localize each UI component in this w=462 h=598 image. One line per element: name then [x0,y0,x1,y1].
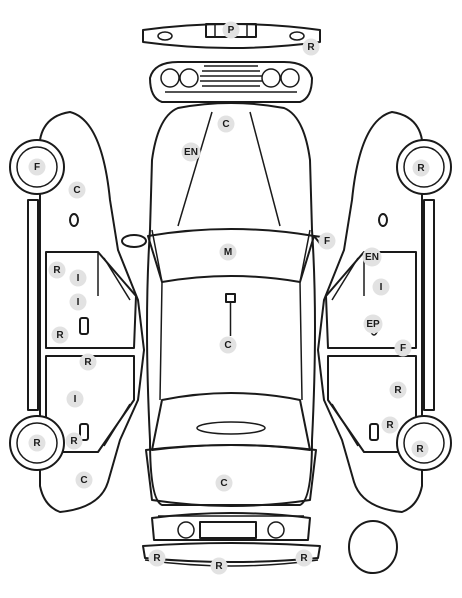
damage-marker-label: M [224,247,232,258]
front-headlights [149,61,313,103]
damage-marker-bg [372,278,390,296]
damage-marker-bg [389,381,407,399]
damage-marker-left-front-door-i-2: I [69,293,87,311]
damage-marker-right-mirror-f: F [318,232,336,250]
damage-marker-right-rear-door-r: R [389,381,407,399]
damage-marker-left-rear-door-i: I [66,390,84,408]
damage-marker-bg [28,434,46,452]
damage-marker-label: R [307,42,315,53]
damage-marker-bg [210,557,228,575]
damage-marker-bg [217,115,235,133]
damage-marker-bg [181,142,201,162]
damage-marker-bg [79,353,97,371]
damage-marker-bg [222,21,240,39]
damage-marker-bg [69,269,87,287]
damage-marker-bg [302,38,320,56]
damage-marker-windshield-m: M [219,243,237,261]
damage-marker-label: R [153,553,161,564]
damage-marker-label: R [300,553,308,564]
damage-marker-left-front-door-r: R [48,261,66,279]
damage-marker-bg [412,159,430,177]
rear-bumper [142,542,321,567]
damage-marker-right-front-door-en: EN [362,247,382,267]
damage-marker-label: F [324,236,330,247]
damage-marker-bg [363,314,383,334]
damage-marker-bg [28,158,46,176]
damage-marker-label: R [33,438,41,449]
damage-marker-bg [75,471,93,489]
damage-marker-roof-c: C [219,336,237,354]
damage-marker-label: F [34,162,40,173]
damage-marker-left-quarter-c: C [75,471,93,489]
damage-marker-right-front-door-ep: EP [363,314,383,334]
damage-marker-label: C [224,340,231,351]
damage-marker-right-front-wheel-r: R [412,159,430,177]
damage-marker-label: EN [365,252,379,263]
damage-marker-bg [68,181,86,199]
damage-marker-label: R [386,420,394,431]
damage-marker-right-front-door-i: I [372,278,390,296]
damage-marker-bg [318,232,336,250]
damage-marker-label: EN [184,147,198,158]
damage-marker-bg [295,549,313,567]
damage-marker-bg [219,243,237,261]
damage-marker-right-rear-wheel-r: R [411,440,429,458]
damage-marker-hood-en: EN [181,142,201,162]
damage-marker-bg [51,326,69,344]
damage-marker-hood-c: C [217,115,235,133]
damage-marker-label: C [80,475,87,486]
damage-marker-label: I [77,273,80,284]
damage-marker-left-rear-wheel-r: R [28,434,46,452]
damage-marker-label: I [380,282,383,293]
damage-marker-label: R [215,561,223,572]
damage-marker-left-front-wheel-f: F [28,158,46,176]
damage-marker-right-rear-door-r-2: R [381,416,399,434]
damage-marker-left-front-door-r-2: R [51,326,69,344]
damage-marker-label: C [73,185,80,196]
damage-marker-label: I [77,297,80,308]
damage-marker-label: R [53,265,61,276]
damage-marker-label: EP [366,319,380,330]
damage-marker-bg [411,440,429,458]
damage-marker-right-pillar-f: F [394,339,412,357]
damage-marker-bg [215,474,233,492]
damage-marker-bg [69,293,87,311]
damage-marker-left-rear-door-r: R [79,353,97,371]
damage-marker-label: R [70,436,78,447]
damage-marker-front-bumper-r: R [302,38,320,56]
damage-marker-bg [48,261,66,279]
damage-marker-left-rear-door-r-2: R [65,432,83,450]
damage-marker-bg [65,432,83,450]
damage-marker-front-bumper-p: P [222,21,240,39]
car-body-top-view [121,102,331,507]
damage-marker-bg [219,336,237,354]
damage-marker-label: R [56,330,64,341]
right-side-view [317,111,452,513]
damage-marker-label: C [220,478,227,489]
damage-marker-trunk-c: C [215,474,233,492]
damage-marker-rear-bumper-r-left: R [148,549,166,567]
damage-marker-label: I [74,394,77,405]
damage-labels: P R C EN M C C R R R F C R I I R R I R R C R F EN I EP F R R R [28,21,430,575]
damage-marker-label: R [416,444,424,455]
damage-marker-label: P [228,25,235,36]
damage-marker-rear-bumper-r-center: R [210,557,228,575]
damage-marker-label: R [394,385,402,396]
damage-marker-left-fender-c: C [68,181,86,199]
rear-lights [151,512,311,541]
damage-marker-label: F [400,343,406,354]
damage-marker-rear-bumper-r-right: R [295,549,313,567]
damage-marker-label: R [84,357,92,368]
damage-marker-bg [362,247,382,267]
damage-marker-label: C [222,119,229,130]
damage-marker-bg [66,390,84,408]
damage-marker-bg [381,416,399,434]
damage-marker-bg [148,549,166,567]
spare-wheel [348,520,398,574]
damage-marker-label: R [417,163,425,174]
damage-marker-left-front-door-i-1: I [69,269,87,287]
left-side-view [9,111,145,513]
damage-marker-bg [394,339,412,357]
